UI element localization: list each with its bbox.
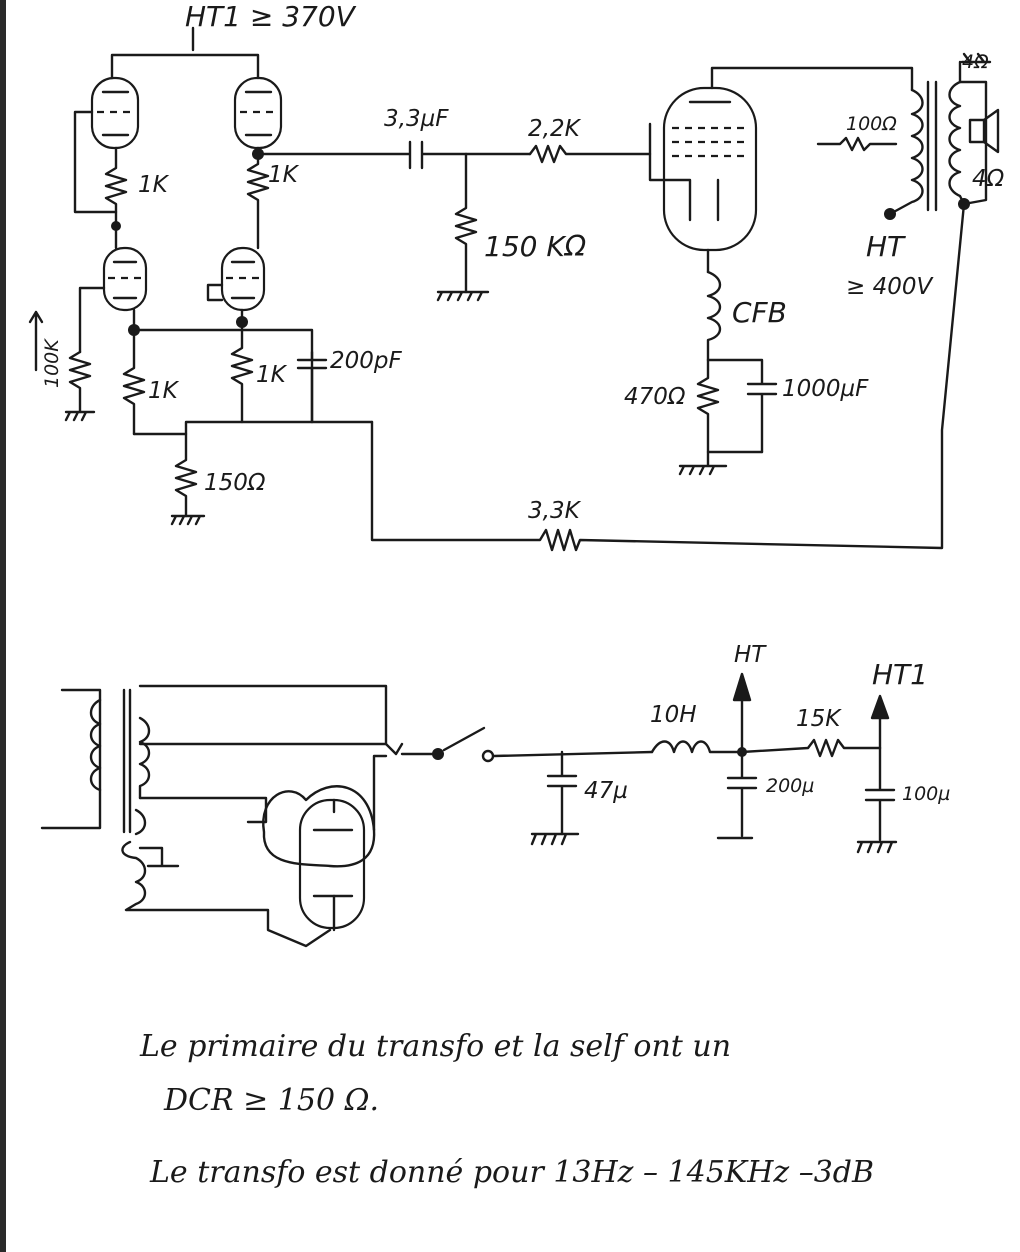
label-ht1-top: HT1 ≥ 370V [185, 0, 357, 33]
label-cap-coupling: 3,3µF [384, 106, 449, 132]
label-choke-10h: 10H [650, 702, 697, 728]
label-psu-ht1: HT1 [872, 658, 928, 691]
left-column [73, 110, 128, 250]
label-cap-47: 47µ [584, 778, 628, 804]
label-res-pot: 100K [41, 338, 63, 388]
coupling-network [256, 140, 652, 302]
label-res-100-out: 100Ω [846, 113, 897, 135]
label-cap-1000: 1000µF [782, 376, 869, 402]
cathode-network [28, 308, 374, 526]
label-cap-200pf: 200pF [330, 348, 402, 374]
rectifier-tube [262, 754, 388, 932]
tube-upper-left [90, 76, 140, 150]
label-res-tail: 150Ω [204, 470, 266, 496]
note-line-2: DCR ≥ 150 Ω. [163, 1083, 379, 1118]
label-speaker-tap: 4Ω [962, 51, 989, 73]
output-tube [648, 66, 914, 274]
label-res-470: 470Ω [624, 384, 686, 410]
note-line-1: Le primaire du transfo et la self ont un [139, 1029, 731, 1064]
scan-edge [0, 0, 6, 1252]
label-choke-cfb: CFB [732, 296, 787, 329]
right-column [246, 146, 270, 250]
label-res-anode-left: 1K [138, 172, 170, 198]
tube-lower-left [78, 246, 148, 354]
label-res-15k: 15K [796, 706, 842, 732]
output-transformer [816, 52, 1000, 220]
label-res-cathode-right: 1K [256, 362, 288, 388]
label-ht-out: HT [866, 230, 906, 263]
label-res-feedback: 3,3K [528, 498, 582, 524]
label-cap-100u: 100µ [902, 783, 950, 805]
tube-lower-right [206, 246, 266, 312]
note-line-3: Le transfo est donné pour 13Hz – 145KHz … [149, 1155, 874, 1190]
cathode-feedback-choke [678, 270, 778, 476]
label-speaker-4: 4Ω [972, 166, 1005, 192]
psu-filter [400, 672, 898, 854]
ht1-rail [110, 26, 260, 80]
label-res-grid-leak: 150 KΩ [484, 230, 587, 263]
label-psu-ht: HT [734, 642, 767, 668]
label-cap-200u: 200µ [766, 775, 814, 797]
tube-upper-right [233, 76, 283, 150]
power-transformer [40, 684, 404, 948]
label-res-cathode-left: 1K [148, 378, 180, 404]
label-res-grid-stop: 2,2K [528, 116, 582, 142]
label-ht-out-value: ≥ 400V [846, 274, 934, 300]
label-res-anode-right: 1K [268, 162, 300, 188]
